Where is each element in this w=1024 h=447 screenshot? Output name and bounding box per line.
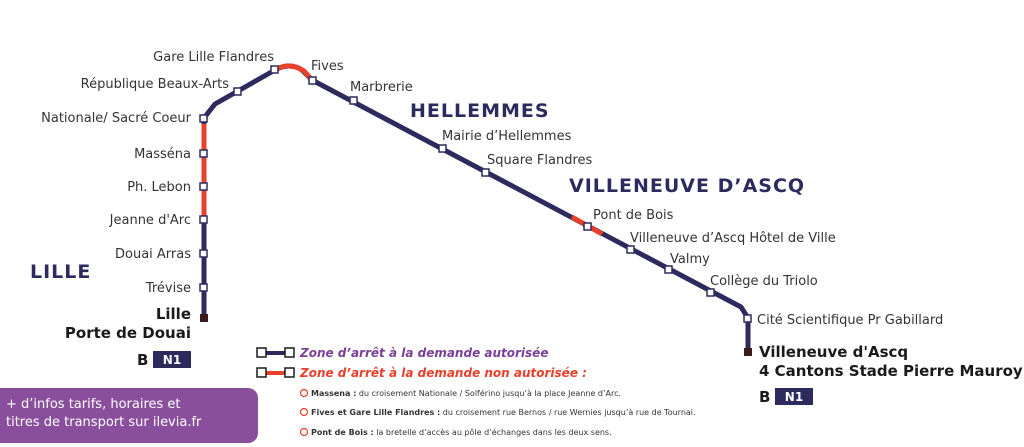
- city-label-villeneuve: VILLENEUVE D’ASCQ: [569, 175, 805, 197]
- legend-note: Pont de Bois : la bretelle d’accès au pô…: [311, 427, 612, 437]
- stop-label[interactable]: République Beaux-Arts: [81, 77, 230, 92]
- stop-labels: Gare Lille Flandres République Beaux-Art…: [41, 50, 943, 328]
- stop-label[interactable]: Valmy: [670, 252, 710, 267]
- stop-marker[interactable]: [270, 65, 279, 74]
- legend-authorized-swatch: [256, 347, 295, 358]
- terminus-villeneuve-name-2: 4 Cantons Stade Pierre Mauroy: [759, 362, 1023, 380]
- b-logo-icon: B: [759, 388, 770, 406]
- terminus-marker-villeneuve[interactable]: [744, 348, 752, 356]
- terminus-lille-name-2: Porte de Douai: [65, 324, 191, 342]
- stop-marker[interactable]: [199, 215, 208, 224]
- stop-marker[interactable]: [706, 288, 715, 297]
- stop-label[interactable]: Trévise: [145, 281, 191, 296]
- stop-marker[interactable]: [583, 222, 592, 231]
- stop-label[interactable]: Mairie d’Hellemmes: [442, 129, 572, 144]
- stop-marker[interactable]: [308, 76, 317, 85]
- stop-label[interactable]: Gare Lille Flandres: [153, 50, 274, 65]
- stop-marker[interactable]: [199, 149, 208, 158]
- bullet-icon: [299, 388, 309, 398]
- stop-marker[interactable]: [743, 314, 752, 323]
- stop-marker[interactable]: [233, 87, 242, 96]
- terminus-lille-name: Lille: [156, 305, 191, 323]
- b-logo-icon: B: [137, 351, 148, 369]
- stop-label[interactable]: Square Flandres: [487, 153, 593, 168]
- bullet-icon: [299, 427, 309, 437]
- stop-label[interactable]: Douai Arras: [115, 247, 191, 262]
- legend-note: Massena : du croisement Nationale / Solf…: [311, 388, 621, 398]
- terminus-marker-lille[interactable]: [200, 314, 208, 322]
- legend: Zone d’arrêt à la demande autorisée Zone…: [256, 346, 696, 437]
- stop-label[interactable]: Marbrerie: [350, 80, 413, 95]
- stop-marker[interactable]: [199, 283, 208, 292]
- stop-label[interactable]: Nationale/ Sacré Coeur: [41, 111, 192, 126]
- info-line-1: + d’infos tarifs, horaires et: [6, 397, 181, 412]
- stop-markers: [199, 65, 752, 323]
- line-badge-lille: B N1: [137, 351, 191, 369]
- stop-marker[interactable]: [438, 144, 447, 153]
- stop-label[interactable]: Masséna: [134, 147, 191, 162]
- line-number: N1: [785, 390, 803, 404]
- terminus-villeneuve-name: Villeneuve d'Ascq: [759, 343, 908, 361]
- stop-marker[interactable]: [199, 114, 208, 123]
- stop-marker[interactable]: [199, 249, 208, 258]
- legend-note: Fives et Gare Lille Flandres : du croise…: [311, 408, 696, 417]
- line-number: N1: [163, 353, 181, 367]
- legend-authorized-label: Zone d’arrêt à la demande autorisée: [299, 346, 548, 360]
- stop-marker[interactable]: [349, 96, 358, 105]
- legend-not-authorized-swatch: [256, 367, 295, 378]
- stop-label[interactable]: Villeneuve d’Ascq Hôtel de Ville: [630, 231, 836, 246]
- stop-label[interactable]: Jeanne d'Arc: [109, 213, 191, 228]
- line-badge-villeneuve: B N1: [759, 388, 813, 406]
- stop-label[interactable]: Ph. Lebon: [127, 180, 191, 195]
- stop-label[interactable]: Pont de Bois: [593, 208, 674, 223]
- legend-not-authorized-label: Zone d’arrêt à la demande non autorisée …: [299, 366, 587, 380]
- stop-label[interactable]: Cité Scientifique Pr Gabillard: [757, 313, 943, 328]
- stop-label[interactable]: Fives: [311, 59, 344, 74]
- stop-marker[interactable]: [199, 182, 208, 191]
- city-label-hellemmes: HELLEMMES: [410, 100, 550, 122]
- info-line-2[interactable]: titres de transport sur ilevia.fr: [6, 415, 202, 430]
- city-label-lille: LILLE: [30, 261, 91, 283]
- restricted-segment-fives: [275, 63, 314, 82]
- stop-marker[interactable]: [664, 265, 673, 274]
- stop-marker[interactable]: [626, 245, 635, 254]
- bullet-icon: [299, 407, 309, 417]
- info-banner[interactable]: + d’infos tarifs, horaires et titres de …: [0, 388, 258, 443]
- stop-label[interactable]: Collège du Triolo: [710, 274, 818, 289]
- stop-marker[interactable]: [481, 168, 490, 177]
